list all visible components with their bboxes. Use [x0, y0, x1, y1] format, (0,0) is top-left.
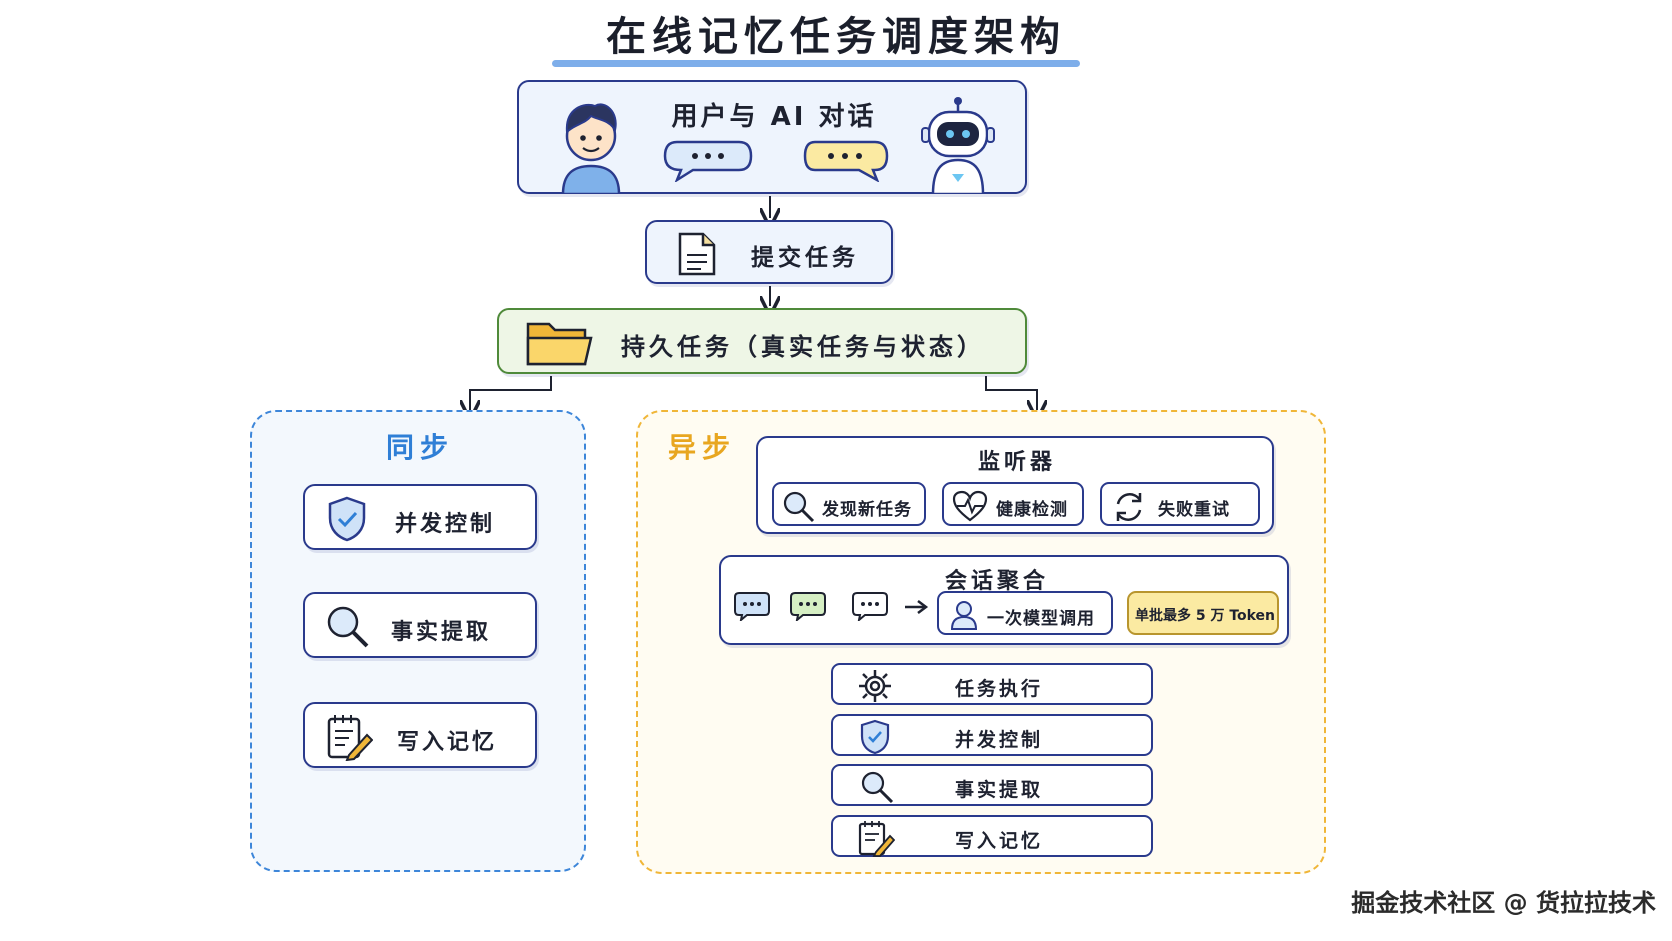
- person-icon: [950, 601, 978, 630]
- persistent-task-box: 持久任务（真实任务与状态）: [497, 308, 1027, 374]
- aggregate-title: 会话聚合: [945, 569, 1050, 594]
- notepad-pencil-icon: [858, 821, 895, 857]
- async-step-fact-extract: 事实提取: [831, 764, 1153, 806]
- retry-icon: [1116, 493, 1142, 521]
- aggregate-box: 会话聚合 一次模型调用 单批最多 5 万 Token: [719, 555, 1289, 645]
- batch-limit-badge: 单批最多 5 万 Token: [1127, 591, 1279, 635]
- heartbeat-icon: [952, 490, 988, 522]
- model-call-label: 一次模型调用: [987, 609, 1095, 629]
- arrow-persist-to-sync: [470, 376, 552, 410]
- robot-avatar-icon: [921, 97, 995, 194]
- async-step-label: 并发控制: [955, 729, 1044, 751]
- submit-task-box: 提交任务: [645, 220, 893, 284]
- listener-item-label: 失败重试: [1158, 500, 1230, 520]
- async-step-concurrency: 并发控制: [831, 714, 1153, 756]
- shield-check-icon: [328, 496, 366, 542]
- async-step-write-memory: 写入记忆: [831, 815, 1153, 857]
- document-icon: [678, 232, 716, 276]
- folder-icon: [526, 322, 593, 366]
- persistent-task-label: 持久任务（真实任务与状态）: [621, 333, 985, 361]
- listener-item-label: 健康检测: [996, 500, 1068, 520]
- conversation-box: 用户与 AI 对话: [517, 80, 1027, 194]
- async-step-label: 事实提取: [955, 779, 1044, 801]
- diagram-title: 在线记忆任务调度架构: [606, 14, 1066, 60]
- chat-bubble-green-icon: [790, 592, 826, 621]
- async-step-label: 写入记忆: [955, 830, 1044, 852]
- sync-step-label: 事实提取: [391, 620, 492, 645]
- gear-icon: [859, 670, 891, 702]
- listener-item-label: 发现新任务: [822, 500, 912, 520]
- sync-title: 同步: [385, 431, 454, 464]
- chat-bubble-user-icon: [663, 140, 753, 182]
- listener-item-retry: 失败重试: [1100, 482, 1260, 526]
- listener-box: 监听器 发现新任务 健康检测 失败重试: [756, 436, 1274, 534]
- title-underline: [552, 60, 1080, 67]
- watermark: 掘金技术社区 @ 货拉拉技术: [1351, 889, 1656, 917]
- conversation-label: 用户与 AI 对话: [671, 102, 877, 132]
- user-avatar-icon: [561, 103, 621, 194]
- async-step-execute: 任务执行: [831, 663, 1153, 705]
- shield-check-icon: [860, 719, 890, 755]
- sync-step-write-memory: 写入记忆: [303, 702, 537, 768]
- chat-bubble-blue-icon: [734, 592, 770, 621]
- listener-item-health: 健康检测: [942, 482, 1084, 526]
- magnifier-icon: [783, 491, 815, 523]
- magnifier-icon: [327, 606, 369, 648]
- async-step-label: 任务执行: [955, 678, 1044, 700]
- listener-item-discover: 发现新任务: [772, 482, 926, 526]
- sync-step-fact-extract: 事实提取: [303, 592, 537, 658]
- sync-step-concurrency: 并发控制: [303, 484, 537, 550]
- sync-step-label: 并发控制: [395, 512, 496, 537]
- sync-step-label: 写入记忆: [397, 730, 498, 755]
- async-title: 异步: [668, 431, 737, 464]
- chat-bubble-ai-icon: [803, 140, 889, 182]
- arrow-persist-to-async: [985, 376, 1037, 410]
- magnifier-icon: [861, 771, 894, 804]
- submit-task-label: 提交任务: [751, 245, 859, 271]
- chat-bubble-white-icon: [852, 592, 888, 621]
- notepad-pencil-icon: [327, 715, 373, 761]
- listener-title: 监听器: [977, 450, 1056, 475]
- arrow-right-icon: [905, 600, 929, 614]
- batch-limit-label: 单批最多 5 万 Token: [1134, 608, 1276, 624]
- model-call-chip: 一次模型调用: [937, 591, 1113, 635]
